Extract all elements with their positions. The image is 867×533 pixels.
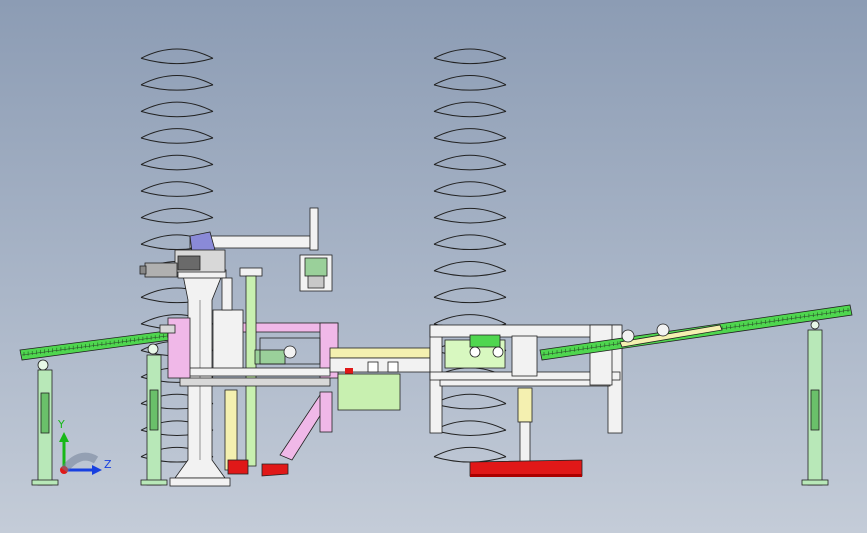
left-machinery bbox=[159, 267, 331, 471]
right-conveyor bbox=[539, 304, 853, 361]
left-conveyor-leg-1 bbox=[31, 369, 59, 486]
left-conveyor-leg-2 bbox=[140, 354, 168, 486]
center-beams bbox=[329, 347, 431, 411]
top-arm-assembly bbox=[139, 207, 333, 292]
axis-y-label: Y bbox=[57, 418, 65, 431]
left-conveyor bbox=[19, 327, 193, 371]
right-spring bbox=[433, 48, 507, 463]
right-frame bbox=[429, 324, 623, 463]
left-red-base bbox=[227, 459, 289, 477]
right-conveyor-leg bbox=[801, 329, 829, 486]
axis-z-label: Z bbox=[104, 458, 112, 471]
axis-triad: Y Z bbox=[57, 418, 112, 475]
right-red-base bbox=[469, 459, 583, 477]
